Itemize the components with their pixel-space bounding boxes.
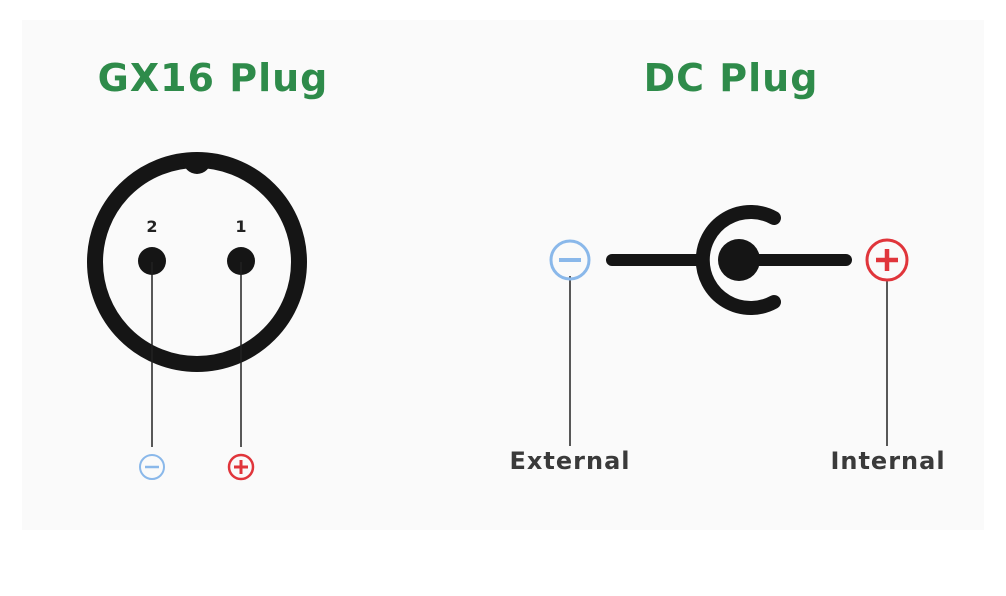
gx16-key-notch	[183, 160, 211, 174]
diagram-background	[22, 20, 984, 530]
negative-icon	[139, 454, 165, 480]
dc-center-pin	[718, 239, 760, 281]
gx16-title: GX16 Plug	[97, 56, 329, 100]
gx16-connector-ring	[87, 152, 307, 372]
positive-icon	[227, 453, 255, 481]
dc-outer-sleeve	[695, 205, 781, 315]
positive-icon	[865, 238, 909, 282]
gx16-pin-2	[138, 247, 166, 275]
gx16-pin2-number: 2	[146, 217, 158, 236]
dc-title: DC Plug	[643, 56, 819, 100]
dc-internal-label: Internal	[830, 447, 946, 475]
gx16-pin1-number: 1	[235, 217, 247, 236]
gx16-plug	[87, 152, 307, 481]
negative-icon	[549, 239, 591, 281]
gx16-pin-1	[227, 247, 255, 275]
dc-external-label: External	[509, 447, 631, 475]
dc-plug	[549, 205, 909, 446]
